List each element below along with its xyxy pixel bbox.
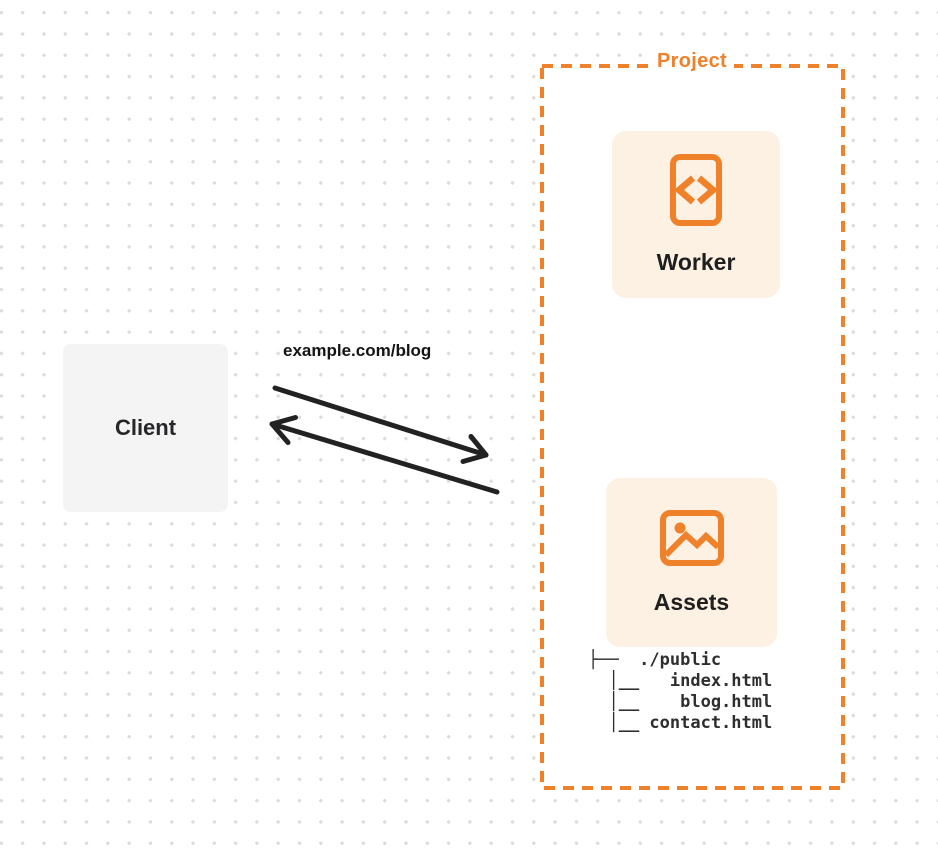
tree-line-index-html: │__ index.html [588,671,773,691]
project-group-label-row: Project [540,50,844,73]
worker-card: Worker [612,131,780,298]
request-url-label: example.com/blog [283,341,432,360]
request-arrow-client-to-worker [272,385,489,464]
response-arrow-worker-to-client [269,415,500,495]
client-label: Client [114,415,177,440]
worker-label: Worker [656,249,736,275]
project-label: Project [650,50,734,73]
code-file-icon [669,153,723,232]
assets-card: Assets [606,478,777,647]
tree-line-public: ├── ./public [588,650,722,670]
tree-line-blog-html: │__ blog.html [588,692,773,712]
assets-file-tree: ├── ./public │__ index.html │__ blog.htm… [588,650,772,734]
client-box: Client [63,344,228,512]
assets-label: Assets [653,589,730,615]
tree-line-contact-html: │__ contact.html [588,713,773,733]
image-icon [659,509,725,572]
